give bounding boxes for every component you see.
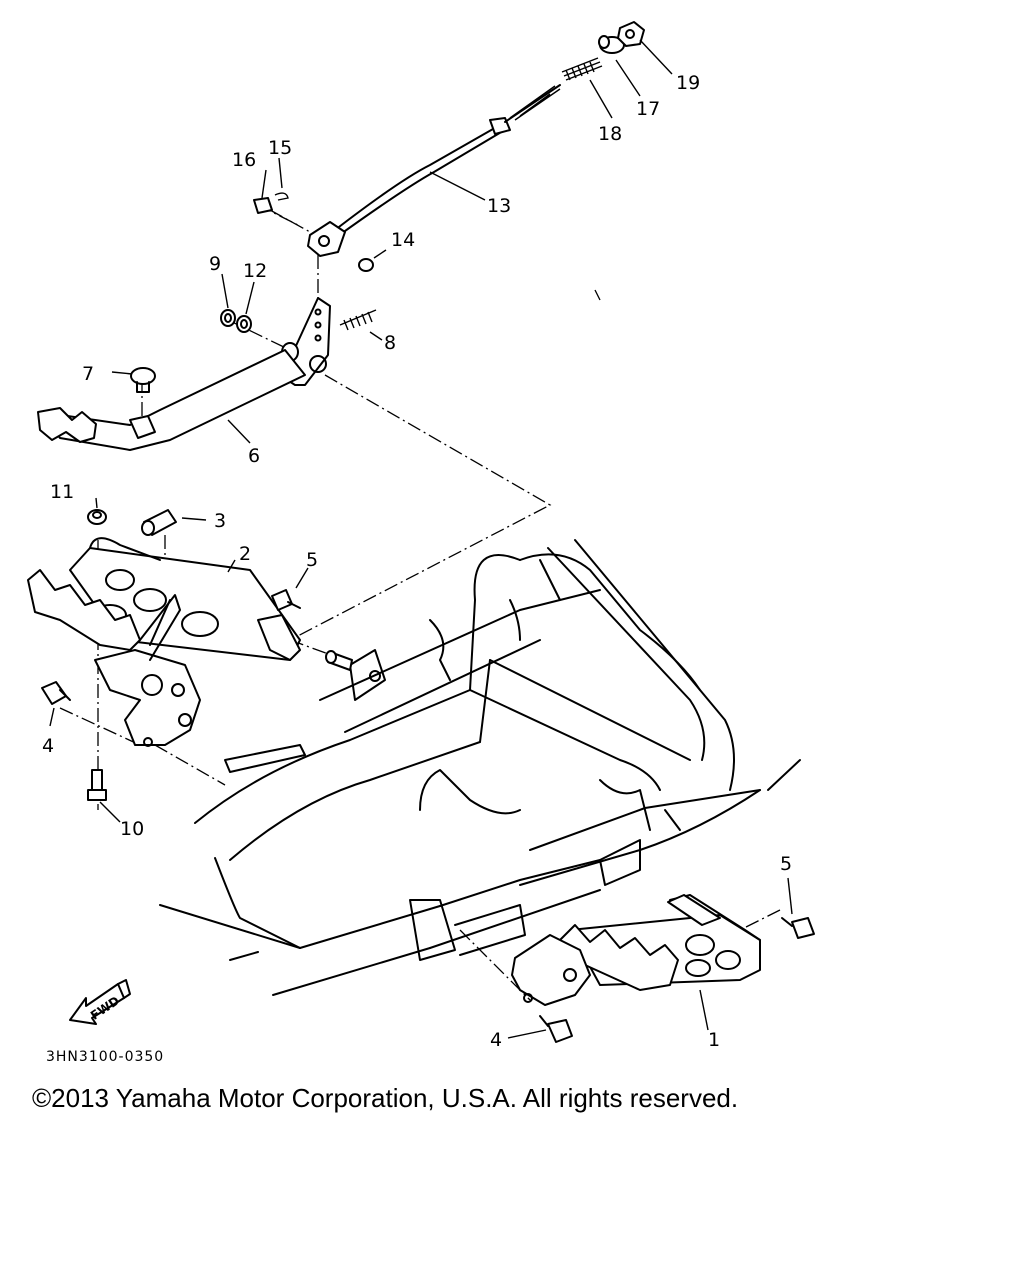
stopper-7: [130, 367, 156, 393]
label-part-5-right: 5: [780, 853, 792, 875]
brake-pedal-6: [37, 297, 331, 451]
washer-12: [236, 315, 252, 333]
label-part-14: 14: [391, 229, 415, 251]
spring-18: [561, 57, 603, 81]
spring-8: [339, 309, 377, 331]
footrest-right-1: [511, 894, 761, 1006]
label-part-12: 12: [243, 260, 267, 282]
frame-bracket-left: [224, 649, 386, 773]
label-part-18: 18: [598, 123, 622, 145]
label-part-19: 19: [676, 72, 700, 94]
bolt-10: [87, 769, 107, 801]
label-part-8: 8: [384, 332, 396, 354]
label-part-7: 7: [82, 363, 94, 385]
label-part-10: 10: [120, 818, 144, 840]
label-part-13: 13: [487, 195, 511, 217]
exploded-parts-diagram: 19 17 18 13 16 15 14 9 12 8 7 6 11 3 2 5…: [27, 21, 815, 1065]
label-part-17: 17: [636, 98, 660, 120]
washer-14: [358, 258, 374, 272]
nut-19: [617, 21, 645, 47]
label-part-16: 16: [232, 149, 256, 171]
drawing-code: 3HN3100-0350: [46, 1049, 164, 1065]
part-labels: 19 17 18 13 16 15 14 9 12 8 7 6 11 3 2 5…: [42, 72, 792, 1051]
label-part-6: 6: [248, 445, 260, 467]
collar-17: [598, 35, 625, 54]
brake-rod: [334, 84, 561, 237]
rod-clevis: [307, 221, 346, 257]
footrest-left-2: [27, 537, 301, 747]
label-part-1: 1: [708, 1029, 720, 1051]
label-part-15: 15: [268, 137, 292, 159]
frame: [159, 539, 801, 996]
copyright-notice: ©2013 Yamaha Motor Corporation, U.S.A. A…: [32, 1083, 739, 1113]
label-part-4-right: 4: [490, 1029, 502, 1051]
nut-11: [87, 509, 107, 525]
cotter-pin-15: [274, 192, 289, 201]
washer-9: [220, 309, 236, 327]
label-part-2: 2: [239, 543, 251, 565]
frame-pivot-bolt: [325, 650, 353, 671]
bolt-4-right: [539, 1015, 573, 1043]
label-part-4-left: 4: [42, 735, 54, 757]
label-part-11: 11: [50, 481, 74, 503]
label-part-3: 3: [214, 510, 226, 532]
pin-16: [253, 197, 273, 214]
pin-3: [141, 509, 177, 536]
label-part-9: 9: [209, 253, 221, 275]
leader-lines: [49, 39, 793, 1039]
bolt-5-right: [781, 917, 815, 939]
bolt-5-left: [271, 589, 301, 611]
bolt-4-left: [41, 681, 71, 705]
forward-arrow-icon: FWD: [69, 979, 131, 1025]
label-part-5-left: 5: [306, 549, 318, 571]
